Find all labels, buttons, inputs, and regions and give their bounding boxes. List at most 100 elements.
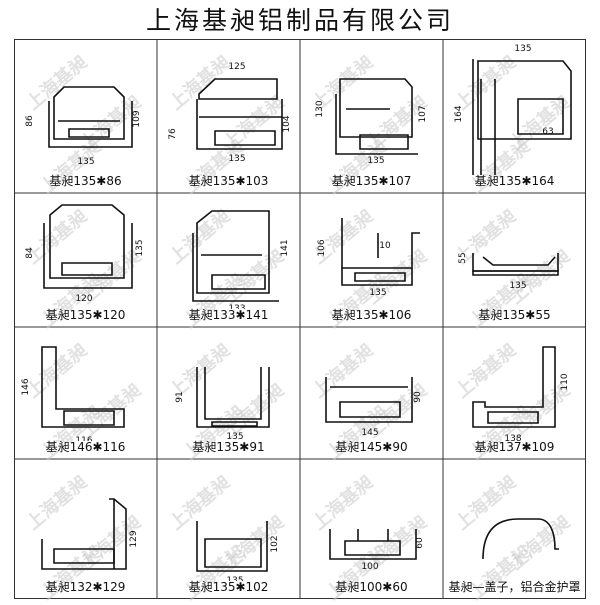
grid-lines — [14, 39, 586, 599]
profile-outline — [517, 98, 564, 135]
dimension-label: 91 — [175, 391, 185, 402]
profile-caption: 基昶135✱107 — [331, 174, 412, 188]
profile-cell: 上海基昶上海基昶上海基昶基昶—盖子，铝合金护罩 — [443, 459, 586, 604]
profile-outline — [472, 270, 559, 276]
profile-outline — [214, 130, 276, 146]
dimension-label: 164 — [454, 105, 464, 122]
dimension-label: 135 — [77, 157, 94, 167]
profile-outline — [53, 548, 115, 564]
dimension-label: 135 — [135, 239, 145, 256]
profile-caption: 基昶145✱90 — [335, 440, 408, 454]
profile-outline — [192, 233, 279, 302]
dimension-label: 135 — [514, 44, 531, 54]
profile-caption: 基昶135✱120 — [45, 308, 126, 322]
profile-outline — [196, 210, 270, 294]
dimension-label: 130 — [315, 100, 325, 117]
dimension-label: 86 — [25, 115, 35, 127]
profile-outline — [211, 421, 258, 427]
dimension-label: 141 — [280, 239, 290, 256]
dimension-label: 102 — [270, 535, 280, 552]
profile-outline — [359, 134, 409, 150]
profile-drawing: 141 133 — [192, 210, 290, 309]
profile-outline — [196, 521, 268, 572]
dimension-label: 55 — [458, 252, 468, 263]
dimension-label: 76 — [168, 128, 178, 140]
profile-outline — [335, 94, 418, 155]
profile-outline — [472, 346, 556, 428]
profile-caption: 基昶135✱102 — [188, 580, 269, 594]
profile-outline — [198, 78, 278, 100]
profile-outline — [487, 411, 539, 424]
profile-outline — [339, 78, 413, 138]
profile-outline — [41, 498, 127, 570]
profile-outline — [53, 86, 125, 140]
dimension-label: 107 — [418, 105, 428, 122]
dimension-label: 129 — [129, 530, 139, 547]
dimension-label: 125 — [228, 62, 245, 72]
profile-drawing: 102 135 — [196, 521, 280, 581]
dimension-label: 145 — [361, 428, 378, 438]
profile-caption: 基昶135✱86 — [49, 174, 122, 188]
profile-caption: 基昶132✱129 — [45, 580, 126, 594]
dimension-label: 146 — [21, 378, 31, 395]
profile-outline — [49, 204, 125, 279]
page-title: 上海基昶铝制品有限公司 — [145, 6, 454, 35]
profile-outline — [61, 262, 113, 276]
profile-caption: 基昶135✱55 — [478, 308, 551, 322]
profile-caption: 基昶135✱106 — [331, 308, 412, 322]
profile-outline — [472, 253, 559, 272]
dimension-label: 135 — [228, 154, 245, 164]
profile-outline — [482, 256, 556, 266]
profile-outline — [48, 101, 133, 148]
dimension-label: 133 — [228, 304, 245, 309]
profile-outline — [43, 223, 133, 289]
profile-caption: 基昶135✱91 — [192, 440, 265, 454]
profile-outline — [329, 529, 417, 560]
profile-caption: 基昶133✱141 — [188, 308, 269, 322]
dimension-label: 60 — [415, 537, 425, 549]
profile-outline — [204, 538, 262, 568]
dimension-label: 135 — [509, 281, 526, 291]
profile-caption: 基昶146✱116 — [45, 440, 126, 454]
dimension-label: 106 — [317, 239, 327, 256]
profile-caption: 基昶135✱103 — [188, 174, 269, 188]
dimension-label: 100 — [361, 562, 378, 572]
profile-outline — [344, 540, 401, 556]
profile-outline — [211, 274, 266, 290]
dimension-label: 135 — [226, 576, 243, 581]
dimension-label: 116 — [75, 436, 92, 441]
profile-outline — [325, 377, 413, 423]
profile-caption: 基昶137✱109 — [474, 440, 555, 454]
profile-outline — [196, 367, 270, 428]
profile-drawing: 55 135 — [458, 252, 559, 291]
dimension-label: 104 — [282, 115, 292, 132]
profile-drawing: 60 100 — [329, 529, 425, 572]
profile-outline — [196, 99, 283, 150]
profile-outline — [477, 60, 572, 140]
profile-caption: 基昶100✱60 — [335, 580, 408, 594]
profile-drawing — [482, 518, 559, 560]
profile-outline — [482, 518, 559, 560]
dimension-label: 110 — [560, 373, 570, 390]
dimension-label: 10 — [379, 241, 391, 251]
profile-drawing: 129 — [41, 498, 139, 570]
